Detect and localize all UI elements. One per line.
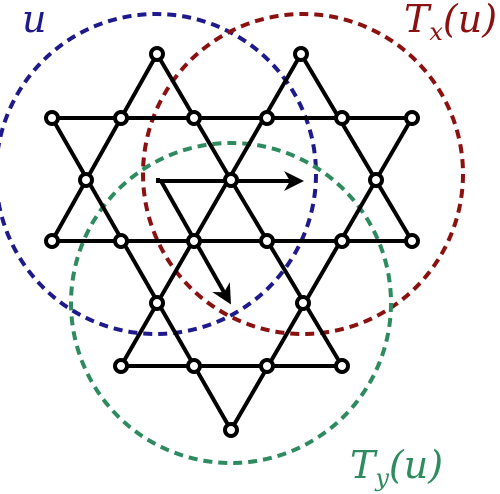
node xyxy=(293,46,309,62)
node xyxy=(223,422,239,438)
node xyxy=(334,233,350,249)
node xyxy=(259,358,275,374)
node xyxy=(223,172,239,188)
node xyxy=(113,358,129,374)
label-tx-sub: x xyxy=(429,18,443,46)
node xyxy=(186,358,202,374)
label-tx-base: T xyxy=(404,0,432,41)
node xyxy=(259,233,275,249)
node xyxy=(44,110,60,126)
node xyxy=(44,233,60,249)
node xyxy=(78,172,94,188)
node xyxy=(149,46,165,62)
circle-labels: u Tx(u) Ty(u) xyxy=(22,0,497,492)
diag-b4 xyxy=(229,178,344,368)
label-ty-arg: (u) xyxy=(389,443,443,487)
diag-a2 xyxy=(119,52,303,368)
label-ty-sub: y xyxy=(374,464,389,492)
node xyxy=(368,172,384,188)
diag-b3 xyxy=(50,116,233,432)
node xyxy=(404,233,420,249)
circle-tx xyxy=(141,12,465,336)
label-tx: Tx(u) xyxy=(404,0,497,46)
node xyxy=(334,358,350,374)
node xyxy=(149,295,165,311)
node xyxy=(259,110,275,126)
node xyxy=(404,110,420,126)
label-ty-base: T xyxy=(350,443,378,487)
node xyxy=(113,233,129,249)
arrow-x-translation xyxy=(156,171,304,191)
node xyxy=(186,233,202,249)
label-u: u xyxy=(22,0,46,41)
label-tx-arg: (u) xyxy=(443,0,497,41)
node xyxy=(295,295,311,311)
region-circles xyxy=(0,12,465,465)
node xyxy=(334,110,350,126)
diag-a3 xyxy=(229,116,414,432)
lattice-nodes xyxy=(44,46,420,438)
label-ty: Ty(u) xyxy=(350,443,443,492)
circle-ty xyxy=(69,141,393,465)
diag-b2 xyxy=(299,52,414,243)
node xyxy=(113,110,129,126)
diag-a1 xyxy=(50,52,159,243)
node xyxy=(186,110,202,126)
circle-u xyxy=(0,12,318,336)
lattice-edges xyxy=(50,52,414,432)
